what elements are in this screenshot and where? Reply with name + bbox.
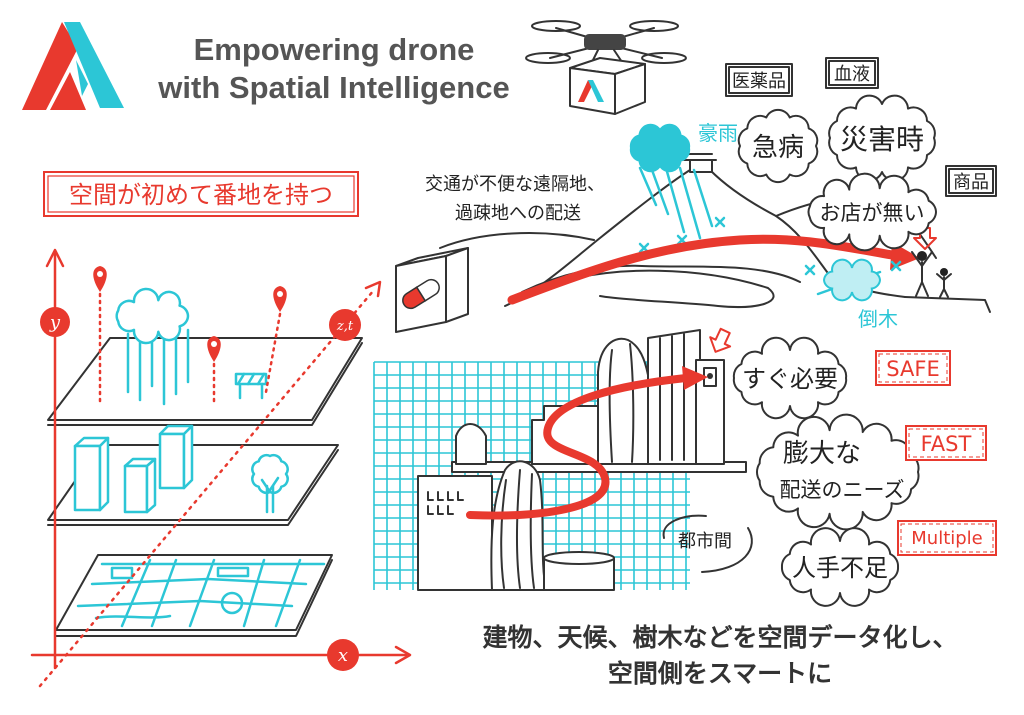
tree-icon xyxy=(251,453,289,514)
footer-line-2: 空間側をスマートに xyxy=(608,659,832,688)
urgent-label: すぐ必要 xyxy=(742,365,838,393)
building-icon xyxy=(597,337,651,465)
map-layer xyxy=(55,554,333,637)
fallen-tree-icon xyxy=(804,258,902,302)
disaster-label: 災害時 xyxy=(840,123,924,156)
heavy-rain-label: 豪雨 xyxy=(698,121,738,145)
title-line-2: with Spatial Intelligence xyxy=(157,70,509,105)
medicine-box-icon xyxy=(395,247,469,333)
fast-label: FAST xyxy=(921,432,972,456)
building-icon xyxy=(543,551,615,591)
barrier-icon xyxy=(234,372,268,400)
zt-axis: z,t xyxy=(38,280,382,688)
building-icon xyxy=(647,329,701,465)
intercity-label-group: 都市間 xyxy=(662,514,753,573)
arrow-down-icon xyxy=(709,327,732,353)
x-axis-label: x xyxy=(338,645,348,666)
logo-icon xyxy=(22,22,124,110)
building-icon xyxy=(455,423,487,465)
safe-tag: SAFE xyxy=(875,350,951,386)
blood-label: 血液 xyxy=(834,64,870,85)
map-pin-icon xyxy=(207,336,221,408)
drone-icon xyxy=(525,20,687,115)
sudden-illness-label: 急病 xyxy=(752,133,804,163)
map-icon xyxy=(76,558,326,628)
cloud-rain-icon xyxy=(629,123,726,254)
labor-shortage-label: 人手不足 xyxy=(792,554,888,582)
city-route-arrow xyxy=(466,366,708,520)
remote-line-2: 過疎地への配送 xyxy=(455,203,581,224)
building-icon xyxy=(417,475,493,591)
goods-label: 商品 xyxy=(953,172,989,193)
title-line-1: Empowering drone xyxy=(194,32,475,67)
disaster-bubble: 災害時 xyxy=(828,94,936,182)
no-store-bubble: お店が無い xyxy=(807,172,937,252)
blood-label-box: 血液 xyxy=(825,57,879,89)
sudden-illness-bubble: 急病 xyxy=(737,108,819,184)
building-icon xyxy=(490,460,547,591)
huge-needs-bubble: 膨大な 配送のニーズ xyxy=(755,413,920,531)
shrine-icon xyxy=(683,153,717,173)
map-pin-icon xyxy=(93,266,107,408)
multiple-tag: Multiple xyxy=(897,520,997,556)
headline-text: 空間が初めて番地を持つ xyxy=(69,181,333,209)
building-layer xyxy=(47,424,339,526)
map-pin-icon xyxy=(264,286,287,394)
huge-needs-line-2: 配送のニーズ xyxy=(780,478,905,502)
zt-axis-label: z,t xyxy=(336,319,354,334)
footer-line-1: 建物、天候、樹木などを空間データ化し、 xyxy=(482,623,957,652)
building-icon xyxy=(123,457,157,514)
building-icon xyxy=(73,436,110,512)
no-store-label: お店が無い xyxy=(820,201,925,225)
multiple-label: Multiple xyxy=(911,528,983,549)
building-icon xyxy=(158,424,194,490)
y-axis: y xyxy=(40,248,70,670)
remote-line-1: 交通が不便な遠隔地、 xyxy=(425,174,605,195)
labor-shortage-bubble: 人手不足 xyxy=(780,527,900,607)
urgent-bubble: すぐ必要 xyxy=(732,336,848,420)
cloud-rain-icon xyxy=(115,287,190,406)
people-icon xyxy=(911,227,952,298)
fallen-tree-label: 倒木 xyxy=(858,307,898,331)
intercity-label: 都市間 xyxy=(678,531,732,552)
huge-needs-line-1: 膨大な xyxy=(783,439,861,469)
weather-layer xyxy=(47,287,363,426)
medicine-label-box: 医薬品 xyxy=(725,63,793,97)
medicine-label: 医薬品 xyxy=(732,71,786,92)
goods-label-box: 商品 xyxy=(945,165,997,197)
y-axis-label: y xyxy=(49,312,61,333)
safe-label: SAFE xyxy=(886,357,939,381)
headline-box: 空間が初めて番地を持つ xyxy=(43,171,359,217)
x-axis: x xyxy=(30,639,412,671)
city-buildings xyxy=(417,329,747,591)
fast-tag: FAST xyxy=(905,425,987,461)
